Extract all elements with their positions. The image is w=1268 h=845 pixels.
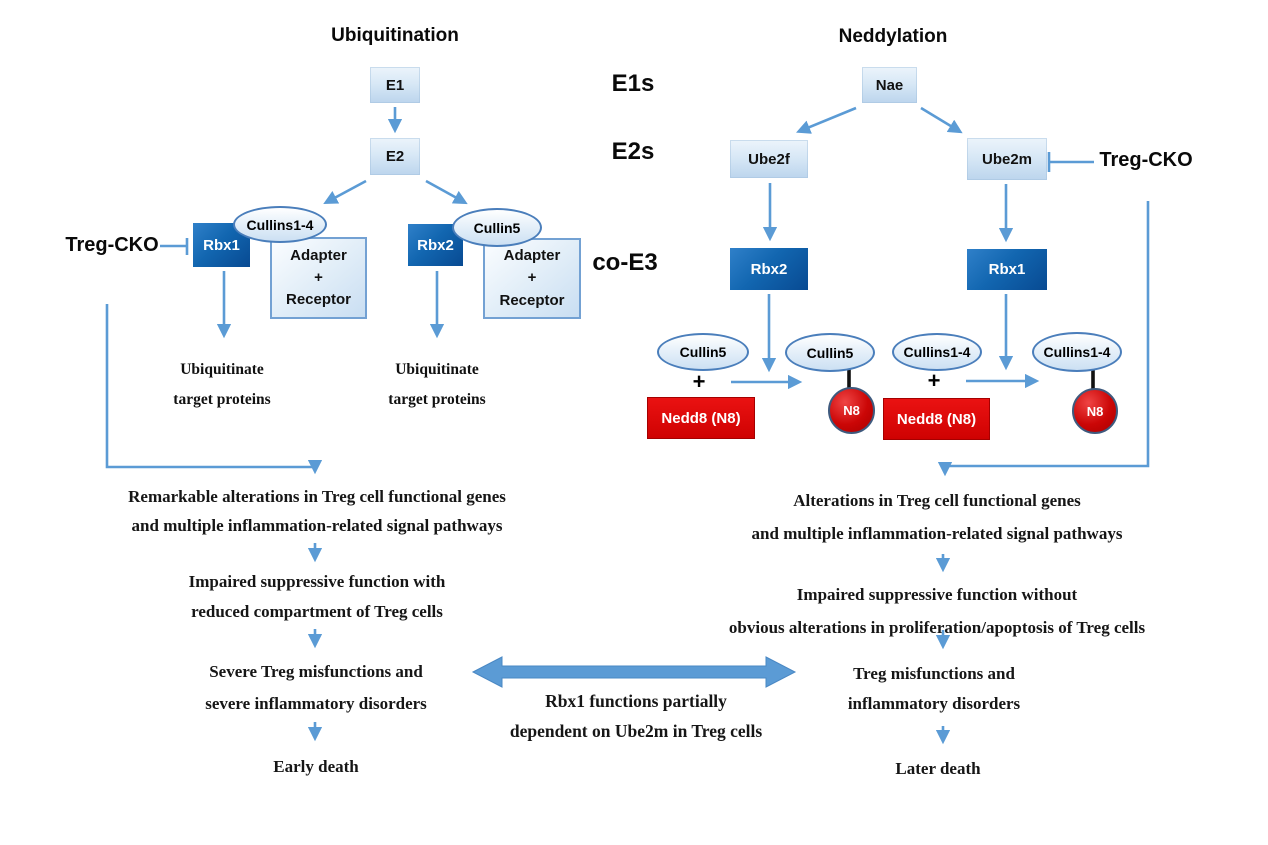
center-note-line1: Rbx1 functions partially [545, 691, 727, 711]
e2-box: E2 [370, 138, 420, 175]
left-flow-step4-line1: Early death [273, 757, 359, 776]
right-title: Neddylation [838, 26, 948, 47]
outcome-text: target proteins [388, 391, 486, 408]
plus-sign: + [692, 369, 706, 394]
n8-circle-b: N8 [1072, 388, 1118, 434]
arrow-nae-to-ube2f [796, 106, 857, 134]
cullins14-substrate-ellipse: Cullins1-4 [892, 333, 982, 371]
right-flow-step3-line1: Treg misfunctions and [853, 664, 1015, 683]
left-flow-step1-line1: Remarkable alterations in Treg cell func… [128, 487, 506, 506]
right-flow-step4-line1: Later death [895, 759, 981, 778]
cullin5-product-ellipse: Cullin5 [785, 333, 875, 372]
plus-sign: + [927, 368, 941, 393]
adapter-receptor-box-b: Adapter + Receptor [483, 238, 581, 319]
outcome-text: target proteins [173, 391, 271, 408]
double-arrow [471, 656, 797, 688]
left-title: Ubiquitination [331, 25, 459, 46]
adapter-plus: + [527, 269, 537, 287]
right-flow-step3-line2: inflammatory disorders [847, 694, 1021, 713]
e1-box: E1 [370, 67, 420, 103]
nedd8-box-a: Nedd8 (N8) [647, 397, 755, 439]
adapter-line: Adapter [503, 247, 561, 265]
rbx2-box-right: Rbx2 [730, 248, 808, 290]
rbx1-box-right: Rbx1 [967, 249, 1047, 290]
left-flow-step1-line2: and multiple inflammation-related signal… [131, 516, 503, 535]
ube2f-box: Ube2f [730, 140, 808, 178]
outcome-text: Ubiquitinate [395, 361, 479, 378]
treg-cko-label-left: Treg-CKO [65, 234, 159, 256]
cullin5-ellipse-left: Cullin5 [452, 208, 542, 247]
adapter-receptor-box-a: Adapter + Receptor [270, 237, 367, 319]
cullins14-product-ellipse: Cullins1-4 [1032, 332, 1122, 372]
arrow-e2-to-cullin5 [425, 179, 468, 205]
outcome-text: Ubiquitinate [180, 361, 264, 378]
right-flow-step1-line2: and multiple inflammation-related signal… [751, 524, 1123, 543]
elbow-right-treg-cko [937, 201, 1150, 477]
adapter-line: Receptor [499, 291, 565, 309]
nae-box: Nae [862, 67, 917, 103]
left-flow-step3-line2: severe inflammatory disorders [205, 694, 427, 713]
stage-label-e1s: E1s [611, 70, 655, 97]
ube2m-box: Ube2m [967, 138, 1047, 180]
right-flow-step2-line1: Impaired suppressive function without [796, 585, 1078, 604]
cullin5-substrate-ellipse: Cullin5 [657, 333, 749, 371]
stage-label-e2s: E2s [611, 138, 655, 165]
arrow-e2-to-cullins14 [323, 179, 367, 205]
inhibit-line-left [160, 238, 189, 255]
cullins14-ellipse-left: Cullins1-4 [233, 206, 327, 243]
adapter-line: Adapter [290, 246, 347, 264]
right-flow-step1-line1: Alterations in Treg cell functional gene… [793, 491, 1081, 510]
n8-circle-a: N8 [828, 387, 875, 434]
adapter-plus: + [314, 268, 323, 286]
treg-cko-label-right: Treg-CKO [1099, 149, 1193, 171]
stage-label-co-e3: co-E3 [592, 249, 658, 276]
left-flow-step2-line2: reduced compartment of Treg cells [191, 602, 443, 621]
nedd8-box-b: Nedd8 (N8) [883, 398, 990, 440]
center-note-line2: dependent on Ube2m in Treg cells [509, 721, 763, 741]
adapter-line: Receptor [285, 291, 352, 309]
left-flow-step3-line1: Severe Treg misfunctions and [209, 662, 423, 681]
right-flow-step2-line2: obvious alterations in proliferation/apo… [728, 618, 1146, 637]
rbx2-box-left: Rbx2 [408, 224, 463, 266]
elbow-left-treg-cko [105, 304, 323, 475]
arrow-nae-to-ube2m [920, 106, 963, 134]
inhibit-line-right [1047, 152, 1094, 172]
left-flow-step2-line1: Impaired suppressive function with [188, 572, 446, 591]
